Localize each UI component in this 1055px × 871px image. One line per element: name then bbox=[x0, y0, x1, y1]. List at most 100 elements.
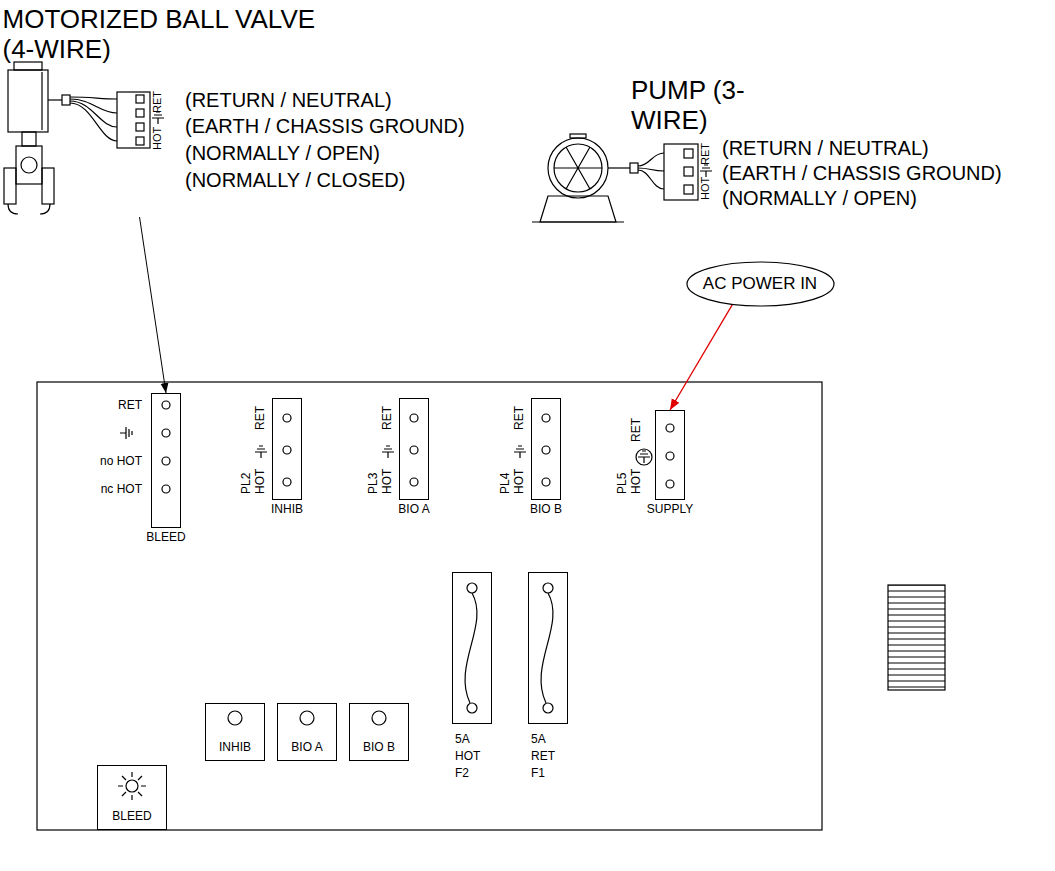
part-name: BLEED bbox=[146, 531, 185, 543]
terminal-block: BIO B bbox=[531, 398, 561, 500]
controller-board bbox=[666, 452, 674, 460]
pin-label: HOT bbox=[254, 469, 266, 494]
ball-valve-illustration bbox=[48, 99, 62, 100]
plug-number: PL2 bbox=[240, 473, 252, 494]
pin-label: RET bbox=[118, 399, 142, 411]
ball-valve-illustration bbox=[4, 62, 164, 214]
pin-label: RET bbox=[513, 406, 525, 430]
indicator-led: BLEED bbox=[97, 765, 167, 830]
wire-label: (EARTH / CHASSIS GROUND) bbox=[722, 163, 1002, 183]
wire-label: (RETURN / NEUTRAL) bbox=[185, 90, 392, 110]
controller-board bbox=[467, 583, 477, 593]
controller-board bbox=[162, 401, 170, 409]
controller-board bbox=[37, 382, 822, 830]
pump-illustration bbox=[532, 221, 624, 222]
push-button: BIO A bbox=[277, 703, 337, 761]
part-name: INHIB bbox=[219, 741, 251, 754]
pin-label: HOT bbox=[152, 127, 163, 150]
controller-board bbox=[162, 485, 170, 493]
pin-label: RET bbox=[254, 406, 266, 430]
controller-board bbox=[162, 457, 170, 465]
controller-board bbox=[120, 427, 132, 439]
controller-board bbox=[118, 772, 146, 800]
ball-valve-illustration bbox=[41, 72, 42, 130]
controller-board bbox=[636, 449, 652, 465]
ball-valve-illustration bbox=[62, 95, 70, 105]
wire-label: (RETURN / NEUTRAL) bbox=[722, 138, 929, 158]
part-name: AC POWER IN bbox=[703, 275, 817, 294]
controller-board bbox=[410, 446, 418, 454]
pin-label: HOT bbox=[513, 469, 525, 494]
pin-label: RET bbox=[630, 418, 642, 442]
pin-label: no HOT bbox=[100, 455, 142, 467]
ball-valve-illustration bbox=[22, 132, 36, 146]
ball-valve-illustration bbox=[136, 95, 144, 103]
ball-valve-illustration bbox=[152, 112, 164, 124]
pump-illustration bbox=[554, 147, 602, 189]
plug-number: PL3 bbox=[367, 473, 379, 494]
controller-board bbox=[283, 446, 291, 454]
controller-board bbox=[543, 703, 553, 713]
callout-ellipse bbox=[687, 262, 834, 306]
controller-board bbox=[300, 711, 314, 725]
pump-illustration bbox=[684, 185, 693, 194]
fuse-rating: 5A HOT F2 bbox=[455, 731, 480, 781]
terminal-block: INHIB bbox=[272, 398, 302, 500]
part-name: BIO A bbox=[398, 503, 429, 515]
pin-label: HOT bbox=[381, 469, 393, 494]
fuse-holder: 5A HOT F2 bbox=[452, 572, 492, 724]
plug-number: PL4 bbox=[499, 473, 511, 494]
controller-board bbox=[543, 583, 553, 593]
ball-valve-illustration bbox=[8, 70, 48, 132]
ball-valve-illustration bbox=[136, 109, 144, 117]
controller-board bbox=[126, 780, 138, 792]
controller-board bbox=[255, 446, 267, 458]
controller-board bbox=[467, 703, 477, 713]
part-name: BIO B bbox=[530, 503, 562, 515]
controller-board bbox=[666, 480, 674, 488]
ball-valve-illustration bbox=[136, 123, 144, 131]
controller-board bbox=[541, 593, 553, 703]
heatsink bbox=[888, 585, 945, 690]
push-button: INHIB bbox=[205, 703, 265, 761]
controller-board bbox=[666, 424, 674, 432]
power-callout: AC POWER IN bbox=[686, 261, 835, 307]
ball-valve-illustration bbox=[8, 204, 50, 214]
pump-illustration bbox=[684, 149, 693, 158]
controller-board bbox=[372, 711, 386, 725]
controller-board bbox=[283, 478, 291, 486]
controller-board bbox=[638, 451, 650, 463]
controller-board bbox=[465, 593, 477, 703]
terminal-block: BIO A bbox=[399, 398, 429, 500]
ball-valve-illustration bbox=[16, 146, 42, 184]
pump-illustration bbox=[638, 153, 664, 189]
controller-board bbox=[283, 414, 291, 422]
ball-valve-illustration bbox=[4, 168, 16, 204]
terminal-block: BLEED bbox=[151, 393, 181, 528]
device-title: MOTORIZED BALL VALVE (4-WIRE) bbox=[3, 5, 348, 65]
wire-arrow bbox=[670, 304, 732, 410]
wire-label: (NORMALLY / OPEN) bbox=[185, 143, 380, 163]
pin-label: RET bbox=[152, 91, 163, 113]
ball-valve-illustration bbox=[117, 92, 150, 148]
controller-board bbox=[37, 382, 822, 830]
wire-label: (NORMALLY / CLOSED) bbox=[185, 170, 405, 190]
terminal-block: SUPPLY bbox=[655, 410, 685, 500]
controller-board bbox=[410, 414, 418, 422]
controller-board bbox=[382, 446, 394, 458]
part-name: SUPPLY bbox=[647, 503, 693, 515]
pump-illustration bbox=[608, 167, 630, 168]
pump-illustration bbox=[664, 144, 698, 200]
heatsink bbox=[888, 585, 945, 690]
controller-board bbox=[542, 414, 550, 422]
pump-illustration bbox=[548, 138, 608, 198]
device-title: PUMP (3-WIRE) bbox=[631, 76, 756, 136]
fuse-rating: 5A RET F1 bbox=[531, 731, 555, 781]
controller-board bbox=[228, 711, 242, 725]
pin-label: HOT bbox=[630, 469, 642, 494]
controller-board bbox=[162, 429, 170, 437]
pump-title-block: PUMP (3-WIRE) bbox=[631, 76, 766, 144]
pin-label: RET bbox=[700, 143, 711, 165]
controller-board bbox=[514, 446, 526, 458]
